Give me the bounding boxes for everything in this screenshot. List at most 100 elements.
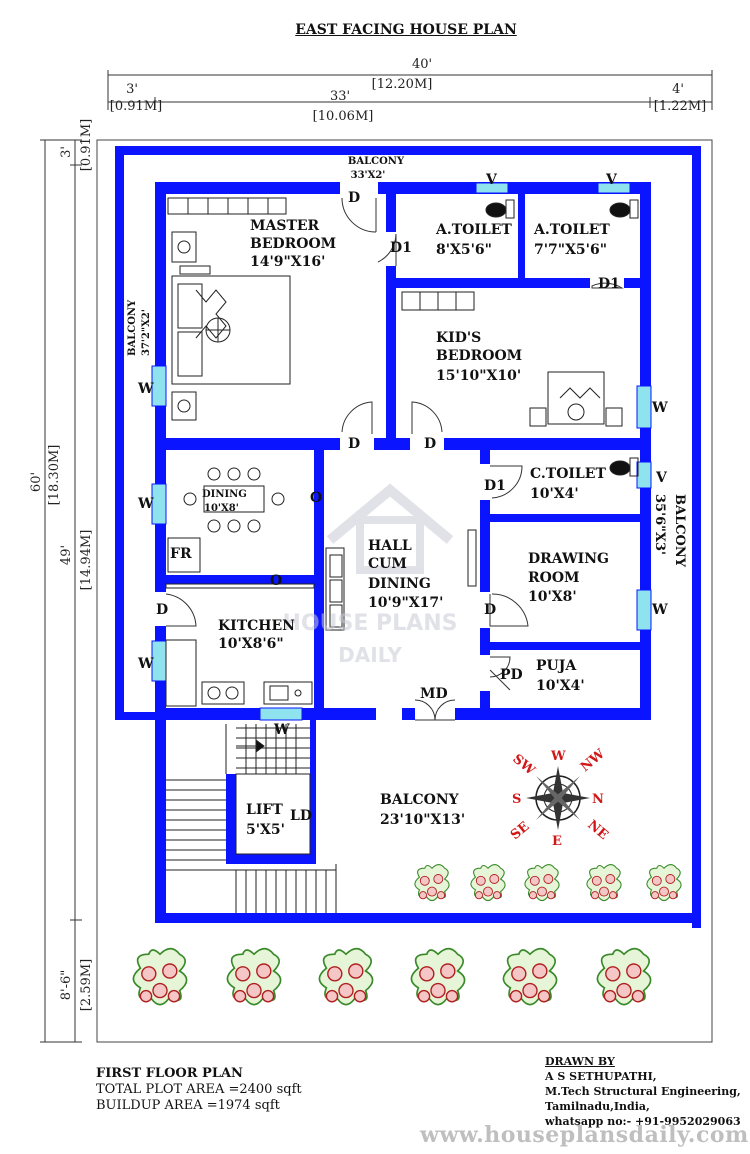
watermark-line2: DAILY xyxy=(338,643,402,667)
tag-window-kitchen: W xyxy=(137,656,154,672)
plant-icon xyxy=(410,947,466,1006)
vent-atoilet2 xyxy=(597,182,631,194)
atoilet1-size: 8'X5'6" xyxy=(436,242,492,258)
window-kitchen xyxy=(151,640,167,682)
dim-top-right: 4' xyxy=(672,82,684,97)
tag-door-hall-master: D xyxy=(348,436,360,452)
tv-unit xyxy=(467,529,477,587)
balcony-front-label: BALCONY xyxy=(380,792,460,808)
plant-icon xyxy=(414,864,450,902)
tag-opening-kitchen: O xyxy=(270,573,282,589)
window-drawing xyxy=(636,589,652,631)
window-kids xyxy=(636,385,652,429)
dining-table xyxy=(203,485,265,513)
bed-master xyxy=(171,275,291,385)
author-name: A S SETHUPATHI, xyxy=(545,1070,657,1083)
plants-ground xyxy=(132,947,652,1006)
hall-label-3: DINING xyxy=(368,576,431,592)
dining-size: 10'X8' xyxy=(204,503,239,514)
staircase xyxy=(166,724,337,913)
fridge xyxy=(167,537,201,573)
bed-kids xyxy=(547,371,605,425)
tag-vent-ctoilet: V xyxy=(655,470,668,486)
dim-side-bot-m: [2.59M] xyxy=(79,959,94,1011)
drawing-label: DRAWING xyxy=(528,551,609,567)
compass-rose: W S N E SW NW SE NE xyxy=(508,746,611,849)
tag-main-door: MD xyxy=(420,686,448,702)
wall-openings xyxy=(154,178,624,724)
watermark-line1: HOUSE PLANS xyxy=(283,611,458,636)
dim-top-left: 3' xyxy=(126,82,138,97)
vent-ctoilet xyxy=(636,461,652,489)
master-label: MASTER xyxy=(250,218,320,234)
kids-size: 15'10"X10' xyxy=(436,368,521,384)
stove xyxy=(201,681,245,705)
plant-icon xyxy=(502,947,558,1006)
balcony-top-label: BALCONY xyxy=(348,156,405,167)
hall-label: HALL xyxy=(368,538,412,554)
compass-sw: SW xyxy=(509,752,537,779)
balcony-left-label: BALCONY xyxy=(127,299,138,356)
compass-se: SE xyxy=(508,819,532,843)
author-whatsapp: whatsapp no:- +91-9952029063 xyxy=(545,1115,741,1128)
dim-side-mid: 49' xyxy=(59,545,74,565)
side-dimension-labels: 3' [0.91M] 60' [18.30M] 49' [14.94M] 8'-… xyxy=(29,119,94,1011)
drawn-by-block: DRAWN BY A S SETHUPATHI, M.Tech Structur… xyxy=(545,1054,741,1129)
dim-top-total: 40' xyxy=(412,57,432,72)
wc-atoilet1 xyxy=(485,202,507,218)
tag-door-kitchen: D xyxy=(156,602,168,618)
tag-vent-2: V xyxy=(605,172,618,188)
atoilet1-label: A.TOILET xyxy=(435,222,512,238)
top-dimensions xyxy=(107,70,713,110)
balcony-front-size: 23'10"X13' xyxy=(380,812,465,828)
dim-top-mid-m: [10.06M] xyxy=(313,109,374,124)
sink xyxy=(263,681,313,705)
page-title: EAST FACING HOUSE PLAN xyxy=(295,22,517,38)
lift-size: 5'X5' xyxy=(246,822,285,838)
side-dimensions xyxy=(40,139,82,1043)
balcony-top-size: 33'X2' xyxy=(351,170,386,181)
tag-door-hall-kids: D xyxy=(424,436,436,452)
dim-side-top: 3' xyxy=(59,146,74,158)
plot-boundary xyxy=(96,139,713,1043)
plant-icon xyxy=(596,947,652,1006)
tag-puja-door: PD xyxy=(500,667,523,683)
window-stair xyxy=(259,707,303,721)
author-location: Tamilnadu,India, xyxy=(545,1100,650,1113)
kids-label-2: BEDROOM xyxy=(436,348,522,364)
ctoilet-label: C.TOILET xyxy=(530,466,606,482)
plan-info: FIRST FLOOR PLAN TOTAL PLOT AREA =2400 s… xyxy=(96,1066,302,1114)
compass-nw: NW xyxy=(578,746,608,775)
compass-w: W xyxy=(550,749,566,764)
drawn-by-label: DRAWN BY xyxy=(545,1055,615,1068)
buildup-area: BUILDUP AREA =1974 sqft xyxy=(96,1098,280,1113)
furniture xyxy=(165,197,639,913)
tag-window-kids: W xyxy=(651,400,668,416)
tags: D D1 V V D1 W W D D D1 V W O FR O D D W … xyxy=(137,172,668,824)
plant-icon xyxy=(132,947,188,1006)
plant-icon xyxy=(646,864,682,902)
sofa xyxy=(325,547,345,631)
balcony-right-size: 35'6"X3' xyxy=(652,494,667,555)
tag-lift-door: LD xyxy=(290,808,312,824)
window-dining xyxy=(151,483,167,525)
plot-area: TOTAL PLOT AREA =2400 sqft xyxy=(96,1082,302,1097)
atoilet2-label: A.TOILET xyxy=(533,222,610,238)
dim-side-top-m: [0.91M] xyxy=(79,119,94,171)
puja-label: PUJA xyxy=(536,658,577,674)
plant-icon xyxy=(470,864,506,902)
website-watermark: www.houseplansdaily.com xyxy=(420,1122,749,1148)
plant-icon xyxy=(524,864,560,902)
compass-s: S xyxy=(512,792,521,807)
dim-side-total: 60' xyxy=(29,472,44,492)
drawing-label-2: ROOM xyxy=(528,570,580,586)
tag-fridge: FR xyxy=(170,546,192,562)
tag-window-master: W xyxy=(137,381,154,397)
dim-top-right-m: [1.22M] xyxy=(654,99,706,114)
plan-name: FIRST FLOOR PLAN xyxy=(96,1066,243,1081)
puja-size: 10'X4' xyxy=(536,678,585,694)
watermark: HOUSE PLANS DAILY xyxy=(283,483,458,667)
plant-icon xyxy=(226,947,282,1006)
tag-window-dining: W xyxy=(137,496,154,512)
tag-opening-dining: O xyxy=(310,490,322,506)
